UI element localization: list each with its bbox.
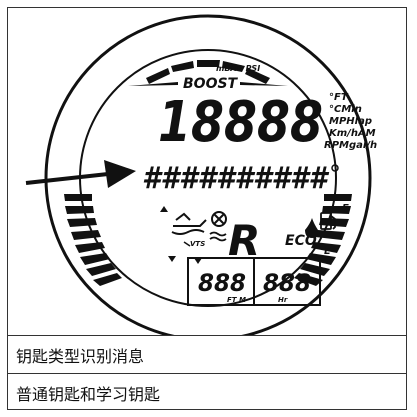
water-waves-icon — [209, 231, 227, 242]
message-segment-display: ########## — [142, 161, 330, 196]
left-readout-unit: FT M — [227, 296, 246, 304]
right-readout-box — [253, 257, 321, 306]
pointer-arrow — [25, 160, 136, 188]
unit-kmham: Km/hAM — [329, 128, 376, 139]
unit-cmin: °CMin — [329, 104, 362, 115]
watercraft-icon — [171, 212, 207, 235]
gauge-figure: mBAR PSI BOOST 18888 °FT °CMin MPHlap Km… — [8, 8, 406, 336]
right-readout-unit: Hr — [278, 296, 288, 304]
unit-ft: °FT — [329, 92, 349, 103]
boost-arrow-left — [128, 82, 178, 86]
vts-label: VTS — [190, 240, 205, 248]
unit-mphlap: MPHlap — [329, 116, 372, 127]
boost-label: BOOST — [183, 76, 239, 92]
fuel-full-label: F — [342, 203, 349, 214]
steering-wheel-icon — [211, 211, 227, 227]
boost-arrow-right — [240, 82, 288, 86]
right-bar-segments — [294, 194, 352, 286]
right-readout-digits: 888 — [263, 269, 311, 297]
key-message-label: 钥匙类型识别消息 — [16, 346, 145, 366]
left-bar-segments — [64, 194, 122, 286]
figure-table: mBAR PSI BOOST 18888 °FT °CMin MPHlap Km… — [7, 7, 407, 410]
fuel-pump-icon — [320, 212, 336, 230]
table-row-key-message: 钥匙类型识别消息 — [8, 336, 406, 374]
gauge-outer-ring — [44, 14, 372, 335]
boost-bar-segments — [146, 60, 270, 84]
table-row-key-types: 普通钥匙和学习钥匙 — [8, 375, 406, 410]
main-digits: 18888 — [158, 90, 323, 155]
up-triangle-icon — [160, 206, 168, 212]
key-types-label: 普通钥匙和学习钥匙 — [16, 384, 161, 404]
fuel-empty-label: E — [324, 246, 331, 257]
gauge-display-svg: mBAR PSI BOOST 18888 °FT °CMin MPHlap Km… — [25, 14, 377, 335]
down-triangle-icon — [194, 258, 202, 264]
degree-indicator — [331, 164, 339, 172]
boost-units-label: mBAR PSI — [216, 64, 260, 73]
gear-indicator: R — [228, 216, 260, 265]
vts-mark — [183, 241, 191, 247]
down-triangle-icon — [168, 256, 176, 262]
left-readout-digits: 888 — [198, 269, 246, 297]
unit-rpmgal: RPMgal/h — [324, 140, 377, 151]
eco-drop-icon — [305, 218, 318, 238]
